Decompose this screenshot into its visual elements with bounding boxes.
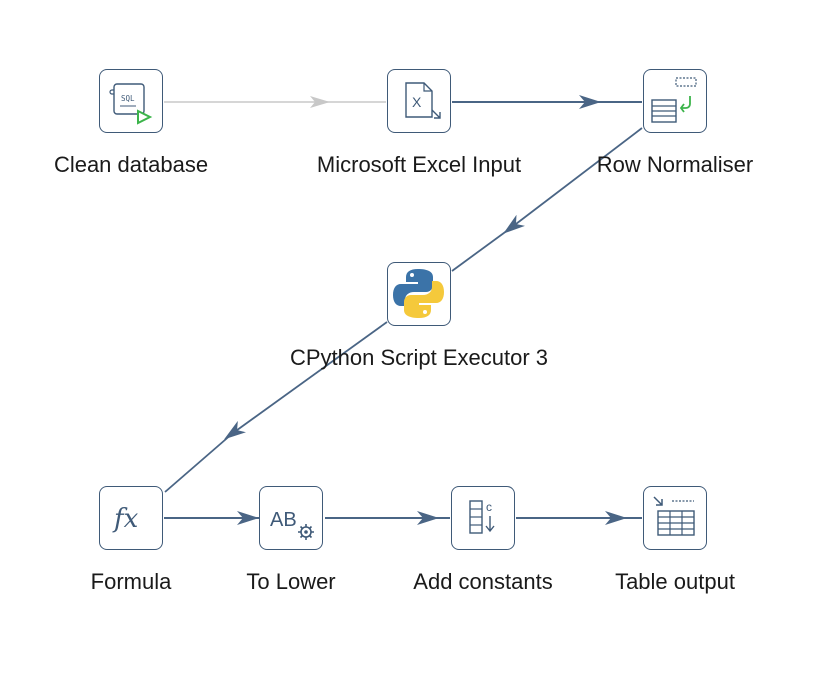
step-label: Formula: [90, 569, 172, 594]
python-icon: [393, 269, 444, 318]
hop-cpython-to-formula[interactable]: [164, 321, 388, 493]
step-to-lower[interactable]: AB: [259, 486, 323, 550]
formula-fx-icon: fx: [112, 504, 139, 534]
svg-text:c: c: [486, 500, 492, 514]
step-cpython-script-executor-3[interactable]: [387, 262, 451, 326]
text-case-gear-icon: AB: [270, 509, 314, 540]
step-label: Row Normaliser: [596, 152, 754, 177]
sql-script-icon: SQL: [109, 83, 153, 125]
step-label: CPython Script Executor 3: [289, 345, 549, 370]
step-formula[interactable]: fx: [99, 486, 163, 550]
step-label: Microsoft Excel Input: [316, 152, 522, 177]
step-label: To Lower: [246, 569, 336, 594]
excel-file-icon: X: [405, 82, 441, 119]
svg-text:AB: AB: [270, 509, 297, 531]
step-label: Clean database: [53, 152, 209, 177]
step-label: Table output: [615, 569, 735, 594]
step-label: Add constants: [413, 569, 553, 594]
step-table-output[interactable]: [643, 486, 707, 550]
step-microsoft-excel-input[interactable]: X: [387, 69, 451, 133]
step-row-normaliser[interactable]: [643, 69, 707, 133]
step-add-constants[interactable]: c: [451, 486, 515, 550]
svg-text:X: X: [412, 94, 422, 110]
hop-row-normaliser-to-cpython[interactable]: [451, 127, 643, 272]
svg-text:SQL: SQL: [121, 94, 135, 103]
step-clean-database[interactable]: SQL: [99, 69, 163, 133]
row-normaliser-icon: [651, 77, 697, 123]
table-output-icon: [653, 496, 695, 536]
add-constants-icon: c: [469, 500, 495, 534]
svg-text:fx: fx: [112, 504, 139, 534]
